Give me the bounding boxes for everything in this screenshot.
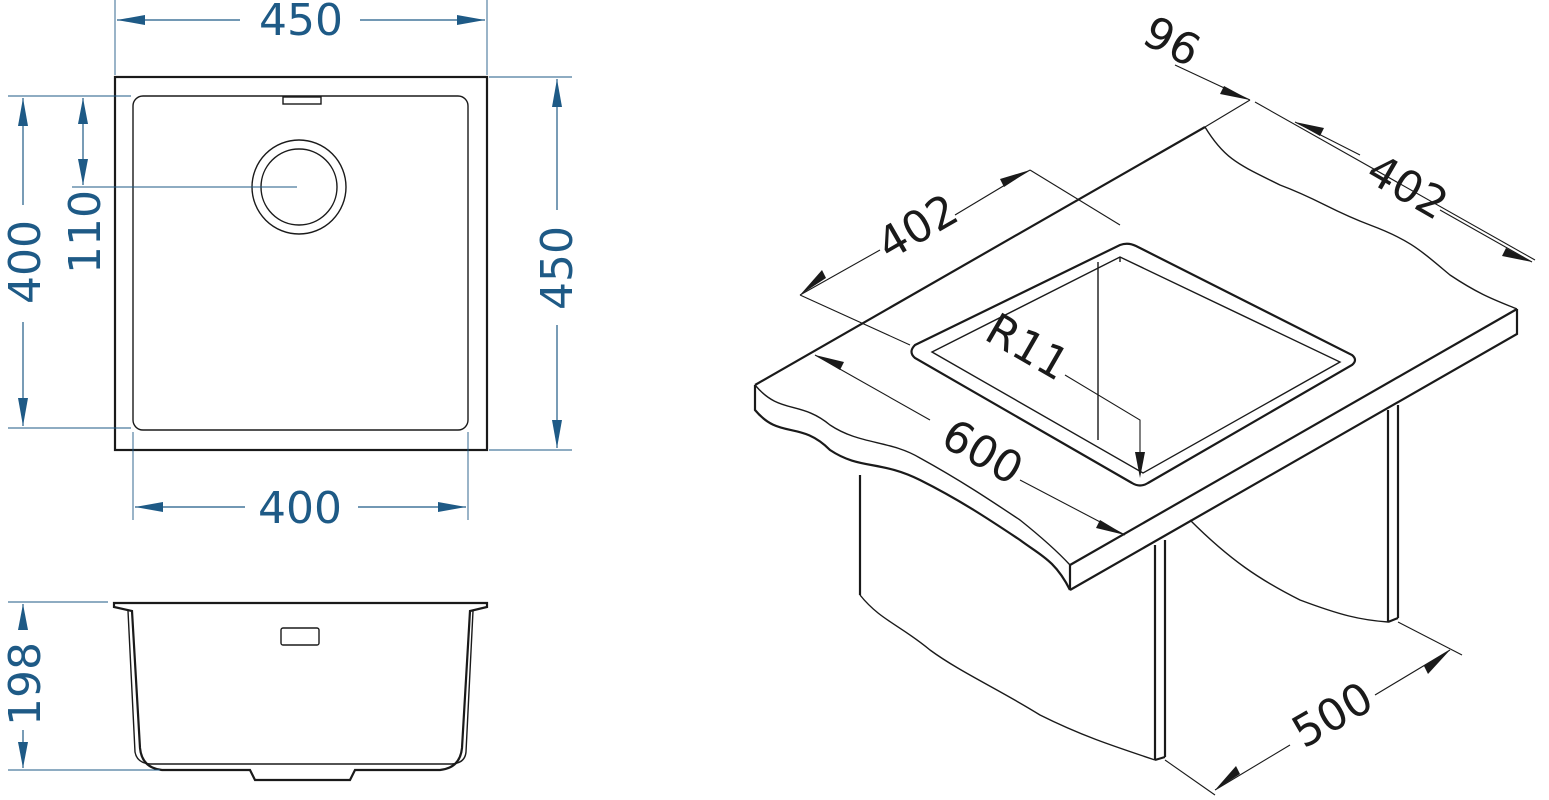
inner-depth-label: 400 [0,220,51,304]
cabinet-right-panel [1386,405,1400,624]
cutout-width-label: 402 [869,184,967,270]
worktop-front-face-bottom [1069,309,1519,591]
section-view: 198 [0,601,489,782]
drain-offset-label: 110 [60,190,111,274]
worktop-left-cut [753,385,1071,591]
sink-bowl-inner [132,95,469,431]
cutout-depth-label: 402 [1358,144,1456,230]
bowl-depth-label: 198 [0,642,51,726]
inner-width-label: 400 [258,483,342,534]
outer-width-label: 450 [259,0,343,46]
outer-depth-label: 450 [532,226,583,310]
overflow-slot [282,96,322,105]
corner-radius-label: R11 [977,304,1077,391]
isometric-view: 96 402 402 R11 600 500 [753,7,1536,796]
overflow-section [280,627,320,646]
plan-view: 450 400 450 400 110 [0,0,583,534]
rim-offset-label: 96 [1135,7,1208,78]
worktop-right-cut [1204,126,1518,310]
worktop-depth-label: 600 [933,409,1031,495]
sink-outer-rim [113,75,489,452]
bowl-section-inner [127,610,474,765]
bowl-section-outer [112,601,489,782]
cabinet-left-panel [858,475,1167,762]
cabinet-width-label: 500 [1284,672,1382,758]
worktop-back-edge [754,126,1206,386]
sink-cutout [910,242,1357,487]
worktop-front-edge [1069,308,1518,566]
